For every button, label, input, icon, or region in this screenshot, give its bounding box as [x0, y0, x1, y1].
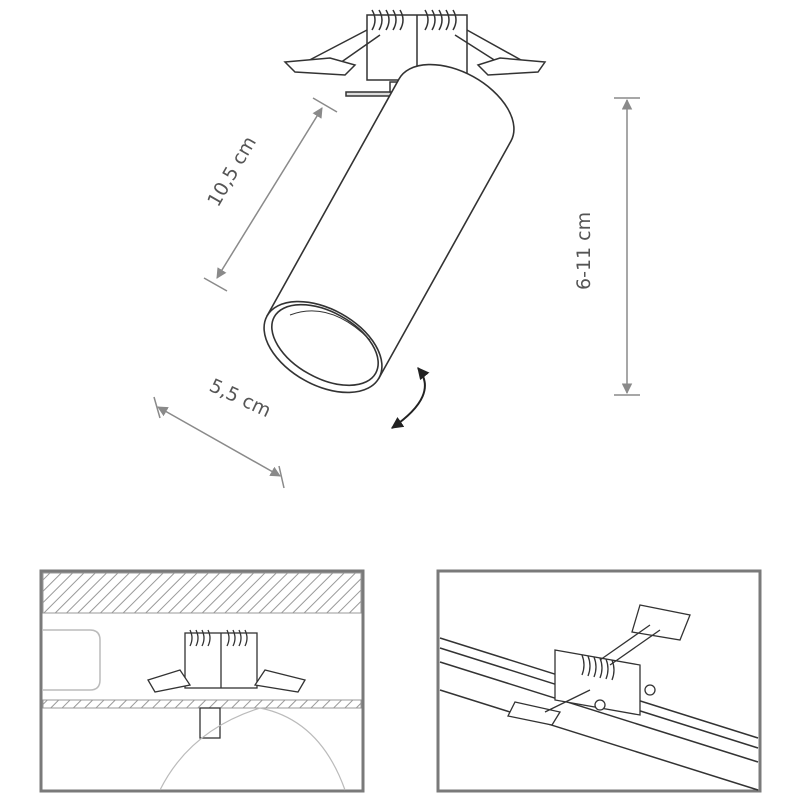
spring-icon [371, 9, 457, 31]
diameter-label: 5,5 cm [206, 375, 274, 423]
rotation-arrow-icon [391, 367, 430, 429]
right-clip [476, 57, 547, 76]
spotlight-cylinder [263, 63, 515, 394]
length-dimension [203, 97, 338, 292]
height-dimension [614, 97, 640, 396]
installation-panel-profile [436, 569, 762, 793]
diameter-dimension [153, 396, 285, 489]
height-label: 6-11 cm [573, 212, 595, 290]
installation-panel-ceiling [39, 569, 365, 793]
length-label: 10,5 cm [203, 133, 261, 211]
left-clip [283, 57, 357, 76]
